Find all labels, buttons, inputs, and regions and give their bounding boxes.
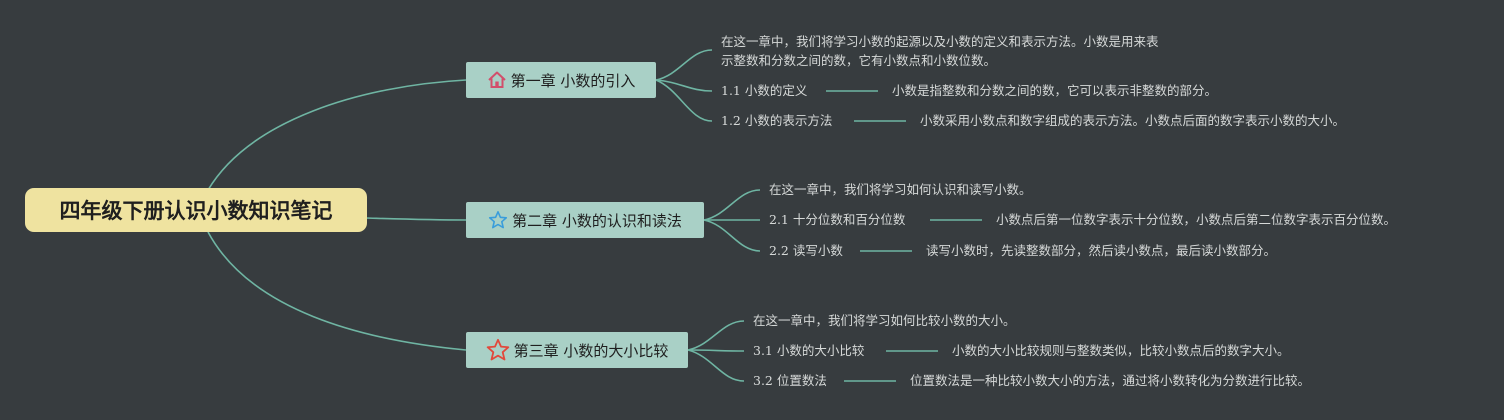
chapter-3-topic[interactable]: 第三章 小数的大小比较 bbox=[466, 332, 688, 368]
section-3-1-label[interactable]: 3.1 小数的大小比较 bbox=[753, 343, 865, 358]
link-ch3-s1 bbox=[687, 349, 745, 352]
link-ch2-s2 bbox=[703, 219, 761, 252]
chapter-1-label: 第一章 小数的引入 bbox=[510, 71, 636, 90]
link-ch1-s1 bbox=[655, 79, 713, 92]
section-1-1-label[interactable]: 1.1 小数的定义 bbox=[721, 83, 808, 98]
chapter-2-label: 第二章 小数的认识和读法 bbox=[512, 211, 682, 230]
section-1-1-detail: 小数是指整数和分数之间的数，它可以表示非整数的部分。 bbox=[892, 83, 1218, 98]
chapter-3-intro: 在这一章中，我们将学习如何比较小数的大小。 bbox=[753, 313, 1016, 328]
section-2-1-label[interactable]: 2.1 十分位数和百分位数 bbox=[769, 212, 906, 227]
root-topic[interactable]: 四年级下册认识小数知识笔记 bbox=[25, 188, 367, 232]
link-root-ch1 bbox=[207, 79, 467, 191]
chapter-2-topic[interactable]: 第二章 小数的认识和读法 bbox=[466, 202, 704, 238]
section-2-1-detail: 小数点后第一位数字表示十分位数，小数点后第二位数字表示百分位数。 bbox=[996, 212, 1397, 227]
link-ch2-intro bbox=[703, 189, 761, 221]
link-root-ch2 bbox=[364, 217, 467, 221]
link-ch1-intro bbox=[655, 49, 713, 81]
section-2-2-label[interactable]: 2.2 读写小数 bbox=[769, 243, 843, 258]
star-outline-red-icon bbox=[486, 338, 510, 362]
section-2-2-detail: 读写小数时，先读整数部分，然后读小数点，最后读小数部分。 bbox=[926, 243, 1277, 258]
chapter-2-intro: 在这一章中，我们将学习如何认识和读写小数。 bbox=[769, 182, 1032, 197]
link-ch3-intro bbox=[687, 320, 745, 351]
chapter-3-label: 第三章 小数的大小比较 bbox=[513, 341, 669, 360]
link-ch1-s2 bbox=[655, 79, 713, 122]
home-icon bbox=[487, 70, 507, 90]
star-outline-blue-icon bbox=[488, 210, 508, 230]
section-1-2-detail: 小数采用小数点和数字组成的表示方法。小数点后面的数字表示小数的大小。 bbox=[920, 113, 1346, 128]
section-3-2-detail: 位置数法是一种比较小数大小的方法，通过将小数转化为分数进行比较。 bbox=[910, 373, 1311, 388]
section-3-2-label[interactable]: 3.2 位置数法 bbox=[753, 373, 827, 388]
link-ch3-s2 bbox=[687, 349, 745, 382]
root-topic-label: 四年级下册认识小数知识笔记 bbox=[59, 199, 333, 223]
chapter-1-intro-line-1: 在这一章中，我们将学习小数的起源以及小数的定义和表示方法。小数是用来表 bbox=[721, 34, 1159, 49]
chapter-1-topic[interactable]: 第一章 小数的引入 bbox=[466, 62, 656, 98]
chapter-1-intro-line-2: 示整数和分数之间的数，它有小数点和小数位数。 bbox=[721, 53, 997, 68]
section-1-2-label[interactable]: 1.2 小数的表示方法 bbox=[721, 113, 833, 128]
section-3-1-detail: 小数的大小比较规则与整数类似，比较小数点后的数字大小。 bbox=[952, 343, 1290, 358]
link-root-ch3 bbox=[207, 231, 467, 351]
